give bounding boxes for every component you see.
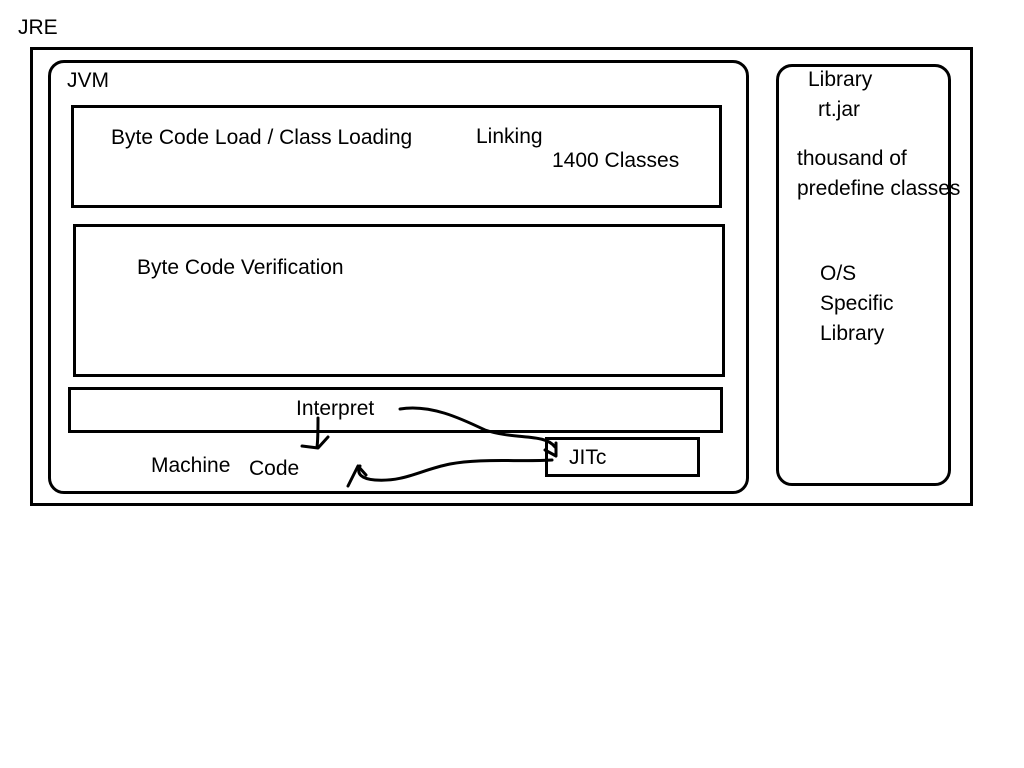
linking-label: Linking (476, 125, 543, 148)
class-count-label: 1400 Classes (552, 149, 680, 172)
library-title: Library (808, 68, 873, 91)
os-library-line3: Library (820, 322, 885, 345)
jre-label: JRE (18, 16, 58, 39)
class-loading-title: Byte Code Load / Class Loading (111, 126, 413, 149)
interpret-box (68, 387, 723, 433)
jitc-label: JITc (569, 446, 607, 469)
verification-title: Byte Code Verification (137, 256, 344, 279)
jvm-label: JVM (67, 69, 109, 92)
os-library-line2: Specific (820, 292, 894, 315)
machine-code-label-part1: Machine (151, 454, 231, 477)
interpret-title: Interpret (296, 397, 375, 420)
library-box (776, 64, 951, 486)
library-note-line2: predefine classes (797, 177, 961, 200)
library-note-line1: thousand of (797, 147, 907, 170)
jre-box (30, 47, 973, 506)
library-jar: rt.jar (818, 98, 860, 121)
jvm-box (48, 60, 749, 494)
verification-box (73, 224, 725, 377)
class-loading-box (71, 105, 722, 208)
machine-code-label-part2: Code (249, 457, 300, 480)
os-library-line1: O/S (820, 262, 857, 285)
